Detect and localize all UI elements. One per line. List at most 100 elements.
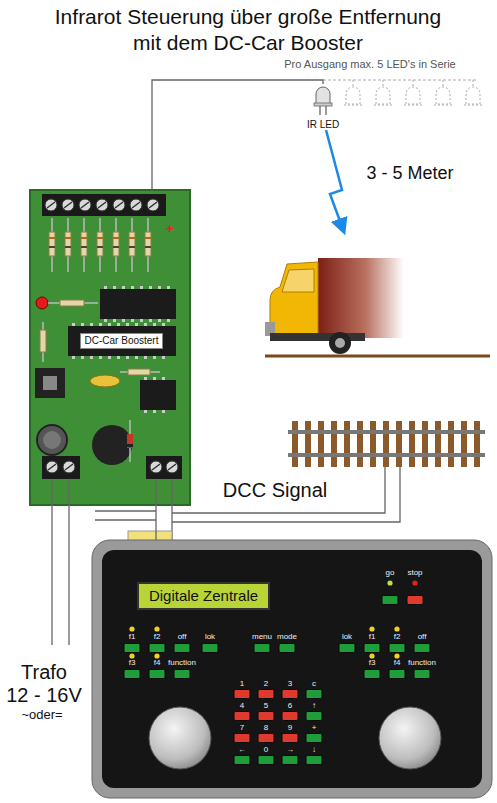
optional-led [374,105,392,106]
indicator-led [394,653,399,658]
button-label: ← [238,746,246,754]
indicator-led [394,626,399,631]
button-label: stop [407,569,422,577]
button-label: f2 [154,633,161,641]
wiring [155,480,156,505]
annotation: Trafo [21,662,67,682]
screw-slot [64,202,72,208]
ic-pin [140,319,143,322]
circuit-board-drawing [128,369,150,375]
ic-pin [153,377,156,380]
chip-label: DC-Car Boostert [80,333,164,349]
optional-led [344,105,362,106]
indicator-led [412,580,417,585]
resistor-band [129,246,135,248]
button-label: 5 [264,702,268,710]
button-label: function [408,659,436,667]
control-unit-housing [149,707,211,769]
indicator-led [387,580,392,585]
circuit-board: +DC-Car Boostert [30,190,190,505]
ir-led-text: IR LED [301,119,345,130]
circuit-board-drawing [92,425,132,465]
title: Infrarot Steuerung über große Entfernung… [48,4,448,57]
annotation: ~oder= [21,708,62,721]
ic-pin [131,286,134,289]
key-button [306,734,322,743]
ic-pin [113,286,116,289]
circuit-board-drawing [146,456,182,479]
screw-slot [132,202,140,208]
indicator-led [369,653,374,658]
key-button [282,756,298,765]
ic-pin [144,323,147,326]
optional-led [436,87,450,104]
ir-led: IR LED [301,84,345,130]
resistor-symbol [65,232,71,256]
truck-drawing [318,258,404,338]
ic-pin [113,319,116,322]
button-label: 6 [288,702,292,710]
key-button [258,756,274,765]
resistor-band [65,246,71,248]
button-label: + [312,724,317,732]
ic-pin [99,356,102,359]
chip-label-text: DC-Car Boostert [85,335,159,347]
resistor-band [65,237,71,239]
screw-slot [81,202,89,208]
wiring [51,480,52,645]
ic-pin [72,323,75,326]
key-button [282,734,298,743]
circuit-board-drawing [140,380,176,410]
truck-drawing [270,262,318,335]
wiring [68,480,69,645]
resistor-band [145,237,151,239]
key-button [258,690,274,699]
ic-pin [149,319,152,322]
ic-pin [135,356,138,359]
terminal-screw [113,199,125,211]
track-sleeper [461,421,467,467]
circuit-board-drawing [43,376,57,390]
track-sleeper [331,421,337,467]
key-button [258,734,274,743]
key-button [364,644,380,653]
key-button [364,670,380,679]
screw-slot [149,202,157,208]
signal-arrow [326,130,344,232]
resistor-band [97,246,103,248]
button-label: → [286,746,294,754]
button-label: 8 [264,724,268,732]
ic-pin [117,356,120,359]
key-button [389,670,405,679]
ic-pin [153,410,156,413]
button-label: mode [277,633,297,641]
indicator-led [129,653,134,658]
optional-led [406,87,420,104]
screw-slot [65,464,73,470]
wiring [172,457,385,513]
key-button [234,690,250,699]
button-label: f1 [129,633,136,641]
circuit-board-drawing [60,300,84,306]
key-button [234,712,250,721]
resistor-band [113,237,119,239]
circuit-board-drawing [36,297,48,309]
ic-pin [72,356,75,359]
key-button [414,670,430,679]
rail [288,430,485,434]
terminal-screw [46,461,58,473]
ic-pin [135,323,138,326]
ic-pin [99,323,102,326]
resistor-band [113,246,119,248]
resistor-band [97,237,103,239]
screw-slot [152,464,160,470]
ic-pin [144,356,147,359]
key-button [124,670,140,679]
ic-pin [144,410,147,413]
button-label: function [168,659,196,667]
wiring [172,434,400,522]
ic-pin [90,323,93,326]
optional-led [464,105,482,106]
